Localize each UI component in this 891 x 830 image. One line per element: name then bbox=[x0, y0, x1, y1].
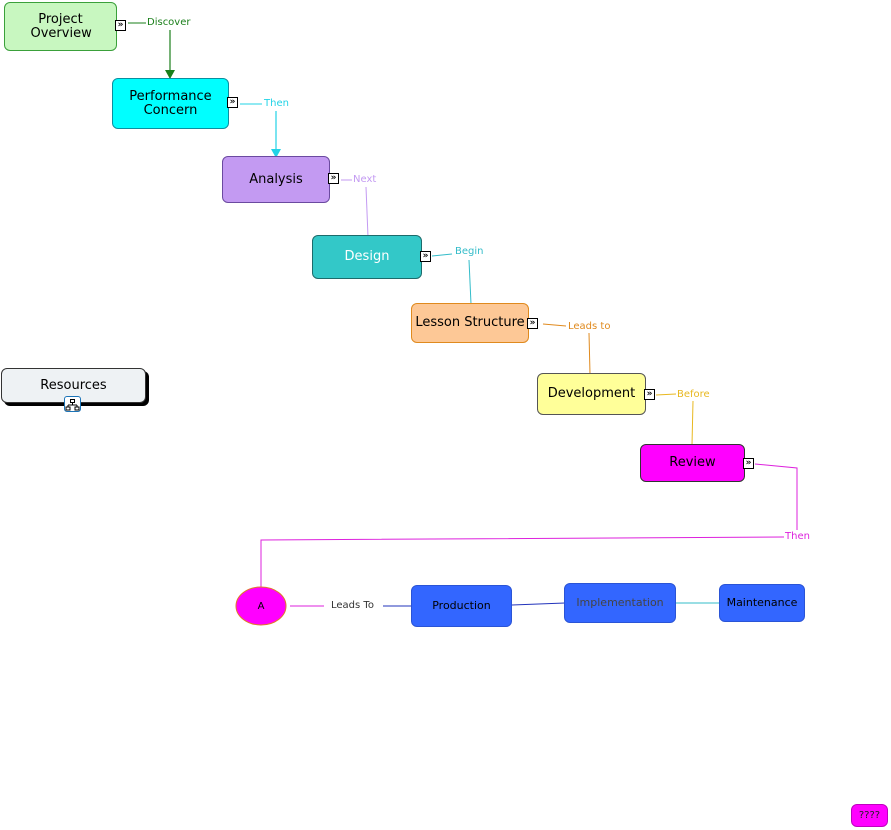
link-label-then-1: Then bbox=[263, 98, 290, 110]
link-label-next: Next bbox=[352, 174, 378, 186]
resources-hierarchy-icon[interactable] bbox=[64, 396, 81, 412]
node-production-label: Production bbox=[432, 599, 491, 612]
link-next-down bbox=[365, 186, 369, 238]
link-label-then-2: Then bbox=[784, 531, 811, 543]
node-a-label: A bbox=[257, 600, 265, 612]
node-analysis[interactable]: Analysis bbox=[222, 156, 330, 203]
expand-project-overview-icon[interactable]: » bbox=[115, 20, 126, 31]
node-resources-label: Resources bbox=[40, 378, 107, 393]
link-leads-to-1 bbox=[542, 323, 567, 327]
node-project-overview-label: Project Overview bbox=[30, 11, 92, 41]
expand-review-icon[interactable]: » bbox=[743, 458, 754, 469]
link-label-discover: Discover bbox=[146, 17, 192, 29]
node-performance-concern-label: Performance Concern bbox=[129, 88, 212, 118]
node-lesson-structure[interactable]: Lesson Structure bbox=[411, 303, 529, 343]
expand-development-icon[interactable]: » bbox=[644, 389, 655, 400]
node-production[interactable]: Production bbox=[411, 585, 512, 627]
node-design-label: Design bbox=[344, 249, 390, 264]
expand-analysis-icon[interactable]: » bbox=[328, 173, 339, 184]
node-maintenance-label: Maintenance bbox=[726, 596, 798, 609]
node-implementation[interactable]: Implementation bbox=[564, 583, 676, 623]
link-begin-down bbox=[468, 259, 472, 305]
link-then-2 bbox=[754, 463, 798, 530]
node-development-label: Development bbox=[547, 386, 636, 401]
node-maintenance[interactable]: Maintenance bbox=[719, 584, 805, 622]
expand-design-icon[interactable]: » bbox=[420, 251, 431, 262]
node-a-shape bbox=[235, 586, 287, 626]
expand-performance-concern-icon[interactable]: » bbox=[227, 97, 238, 108]
node-development[interactable]: Development bbox=[537, 373, 646, 415]
link-label-leads-to-1: Leads to bbox=[567, 321, 612, 333]
help-button[interactable]: ???? bbox=[851, 804, 888, 827]
help-button-label: ???? bbox=[858, 810, 881, 821]
node-lesson-structure-label: Lesson Structure bbox=[415, 315, 525, 330]
link-label-leads-to-2: Leads To bbox=[330, 600, 375, 612]
node-review[interactable]: Review bbox=[640, 444, 745, 482]
node-a[interactable]: A bbox=[236, 587, 286, 625]
link-label-begin: Begin bbox=[454, 246, 485, 258]
link-before bbox=[655, 393, 677, 396]
node-performance-concern[interactable]: Performance Concern bbox=[112, 78, 229, 129]
link-then-2-left bbox=[260, 536, 785, 588]
link-prod-impl bbox=[511, 602, 566, 606]
node-implementation-label: Implementation bbox=[576, 596, 664, 609]
node-design[interactable]: Design bbox=[312, 235, 422, 279]
link-begin bbox=[431, 253, 453, 257]
node-analysis-label: Analysis bbox=[249, 171, 303, 187]
link-label-before: Before bbox=[676, 389, 711, 401]
node-project-overview[interactable]: Project Overview bbox=[4, 2, 117, 51]
expand-lesson-structure-icon[interactable]: » bbox=[527, 318, 538, 329]
node-review-label: Review bbox=[669, 455, 716, 470]
link-leads-to-1-down bbox=[588, 332, 591, 375]
link-before-down bbox=[691, 400, 694, 446]
